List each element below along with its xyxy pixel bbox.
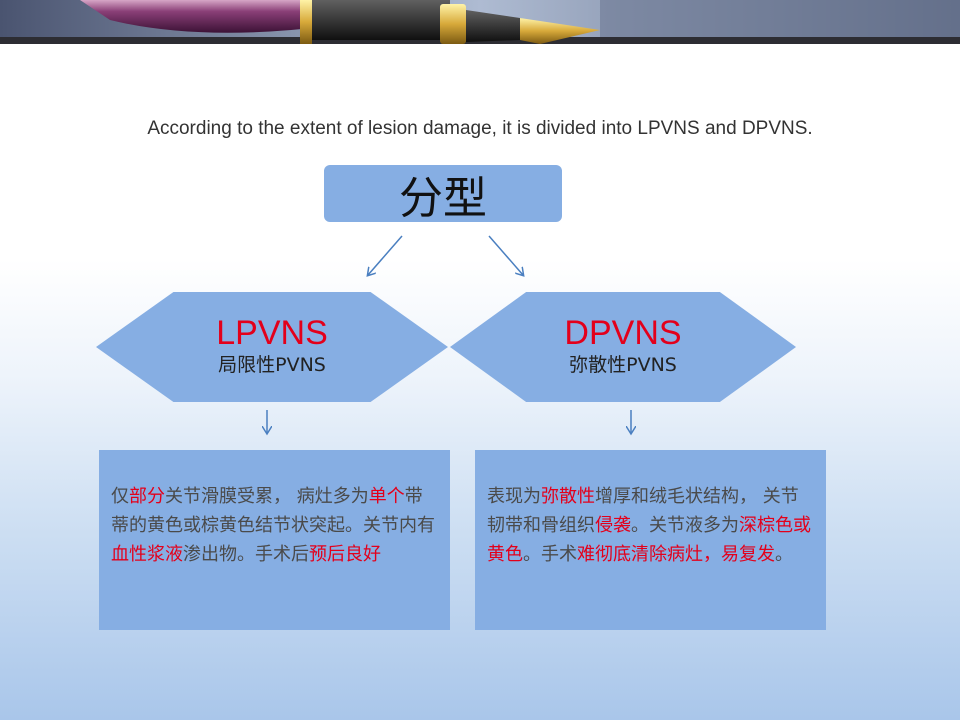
desc-highlight: 单个	[368, 486, 405, 507]
root-node: 分型	[324, 165, 562, 224]
desc-segment: 。	[775, 544, 793, 565]
desc-highlight: 预后良好	[309, 544, 381, 565]
desc-highlight: 血性浆液	[111, 544, 183, 565]
fountain-pen-banner	[0, 0, 960, 44]
dpvns-subtitle: 弥散性PVNS	[569, 354, 677, 376]
desc-highlight: 难彻底清除病灶，易复发	[577, 544, 775, 565]
arrow-to-lpvns	[368, 235, 403, 275]
subtitle: According to the extent of lesion damage…	[147, 118, 813, 139]
desc-segment: 。关节液多为	[631, 515, 739, 536]
desc-highlight: 侵袭	[595, 515, 631, 536]
arrow-to-dpvns	[488, 235, 523, 275]
desc-segment: 表现为	[487, 486, 541, 507]
dpvns-node: DPVNS 弥散性PVNS	[450, 292, 796, 402]
dpvns-title: DPVNS	[564, 314, 682, 352]
desc-segment: 关节滑膜受累， 病灶多为	[165, 486, 369, 507]
lpvns-subtitle: 局限性PVNS	[218, 354, 326, 376]
desc-segment: 仅	[111, 486, 129, 507]
desc-segment: 带蒂的黄色或棕黄色结节状突起。关节内有	[111, 486, 435, 536]
lpvns-description: 仅部分关节滑膜受累， 病灶多为单个带蒂的黄色或棕黄色结节状突起。关节内有血性浆液…	[99, 450, 450, 630]
dpvns-description: 表现为弥散性增厚和绒毛状结构， 关节韧带和骨组织侵袭。关节液多为深棕色或黄色。手…	[475, 450, 826, 630]
lpvns-title: LPVNS	[216, 314, 328, 352]
root-label: 分型	[399, 172, 487, 224]
desc-highlight: 深棕色或黄色	[487, 515, 811, 565]
desc-segment: 增厚和绒毛状结构， 关节韧带和骨组织	[487, 486, 799, 536]
desc-highlight: 部分	[129, 486, 165, 507]
lpvns-node: LPVNS 局限性PVNS	[96, 292, 448, 402]
desc-segment: 渗出物。手术后	[183, 544, 309, 565]
desc-highlight: 弥散性	[541, 486, 595, 507]
desc-segment: 。手术	[523, 544, 577, 565]
